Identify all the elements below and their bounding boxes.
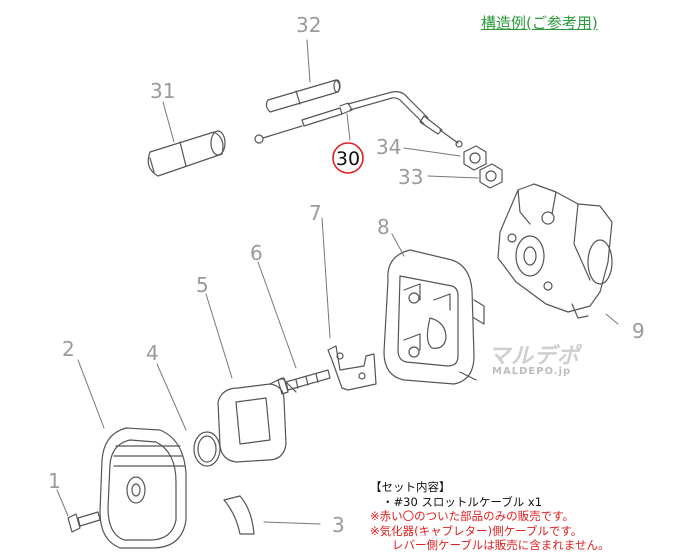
part-label-7: 7	[309, 201, 322, 225]
part-8-air-cleaner-base	[383, 249, 485, 385]
set-contents-notes: 【セット内容】 ・#30 スロットルケーブル x1 ※赤い〇のついた部品のみの販…	[370, 480, 698, 553]
part-33-nut	[479, 163, 503, 189]
part-34-nut	[463, 145, 487, 171]
part-label-32: 32	[296, 13, 321, 37]
notes-item: ・#30 スロットルケーブル x1	[382, 494, 543, 509]
part-7-bracket	[327, 345, 377, 391]
watermark-brand: マルデポ	[488, 344, 581, 369]
part-label-31: 31	[150, 79, 175, 103]
diagram-title: 構造例(ご参考用)	[481, 14, 598, 32]
part-label-33: 33	[398, 165, 423, 189]
part-32-pin	[265, 79, 341, 113]
part-3-piece	[223, 495, 255, 535]
part-30-throttle-cable	[254, 91, 463, 148]
notes-heading: 【セット内容】	[370, 480, 451, 494]
part-label-2: 2	[62, 337, 75, 361]
part-numbers: 32 31 34 33 7 8 6 5 9 2 4 1 3	[48, 13, 645, 537]
leader-lines	[56, 39, 619, 525]
part-2-cover	[99, 427, 187, 549]
part-5-element	[217, 377, 297, 463]
highlighted-part-30: 30	[332, 142, 364, 174]
notes-line-3: レバー側ケーブルは販売に含まれません。	[392, 538, 610, 552]
watermark-site: MALDEPO.jp	[492, 366, 572, 377]
part-label-6: 6	[250, 241, 263, 265]
part-label-34: 34	[376, 135, 401, 159]
notes-line-1: ※赤い〇のついた部品のみの販売です。	[370, 509, 574, 523]
notes-line-2: ※気化器(キャブレター)側ケーブルです。	[370, 523, 583, 538]
part-label-4: 4	[146, 341, 159, 365]
part-label-30: 30	[336, 148, 360, 170]
part-label-3: 3	[332, 513, 345, 537]
part-4-packing-ring	[193, 431, 221, 467]
part-label-8: 8	[377, 215, 390, 239]
part-label-1: 1	[48, 469, 61, 493]
part-9-carburetor	[497, 183, 613, 319]
red-highlight-circle	[332, 142, 364, 174]
part-label-9: 9	[632, 319, 645, 343]
part-label-5: 5	[196, 273, 209, 297]
part-1-bolt	[67, 511, 101, 533]
part-31-tube	[147, 130, 226, 177]
